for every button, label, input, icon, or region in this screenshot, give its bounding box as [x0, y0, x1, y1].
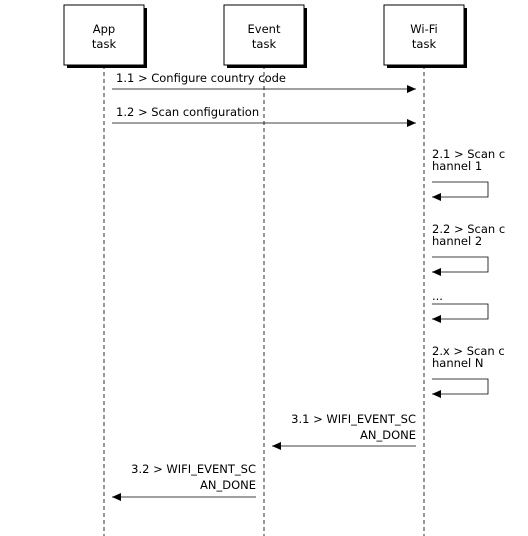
arrowhead: [432, 390, 441, 398]
message-label: 3.1 > WIFI_EVENT_SC: [291, 412, 416, 426]
participant-label: task: [252, 37, 277, 51]
message-label: ...: [432, 289, 443, 303]
self-message-line: [432, 378, 489, 395]
message-5: ...: [432, 289, 489, 323]
arrowhead: [432, 193, 441, 201]
message-label: 1.2 > Scan configuration: [116, 105, 259, 119]
participant-box: [383, 4, 465, 66]
participant-label: App: [93, 22, 115, 36]
self-message-line: [432, 303, 489, 320]
participant-label: Wi-Fi: [410, 22, 437, 36]
arrowhead: [112, 493, 121, 501]
self-message-line: [432, 181, 489, 198]
lifelines: [103, 65, 425, 536]
participant-label: task: [92, 37, 117, 51]
message-7: 3.1 > WIFI_EVENT_SC AN_DONE: [272, 412, 416, 450]
message-label: hannel 1: [432, 159, 482, 173]
participant-box: [63, 4, 145, 66]
arrowhead: [407, 85, 416, 93]
message-label: AN_DONE: [200, 478, 256, 492]
self-message-line: [432, 256, 489, 273]
message-2: 1.2 > Scan configuration: [112, 105, 416, 127]
arrowhead: [432, 268, 441, 276]
message-label: hannel 2: [432, 234, 482, 248]
participant-label: Event: [248, 22, 281, 36]
participant-label: task: [412, 37, 437, 51]
message-1: 1.1 > Configure country code: [112, 71, 416, 93]
message-label: AN_DONE: [360, 428, 416, 442]
message-label: 2.2 > Scan c: [432, 222, 505, 236]
message-8: 3.2 > WIFI_EVENT_SC AN_DONE: [112, 462, 256, 501]
arrowhead: [407, 119, 416, 127]
message-label: hannel N: [432, 356, 483, 370]
participant-box: [223, 4, 305, 66]
message-label: 2.x > Scan c: [432, 344, 505, 358]
arrowhead: [432, 315, 441, 323]
arrowhead: [272, 442, 281, 450]
message-label: 1.1 > Configure country code: [116, 71, 286, 85]
message-label: 2.1 > Scan c: [432, 147, 505, 161]
messages: 1.1 > Configure country code 1.2 > Scan c…: [112, 71, 505, 501]
message-label: 3.2 > WIFI_EVENT_SC: [131, 462, 256, 476]
